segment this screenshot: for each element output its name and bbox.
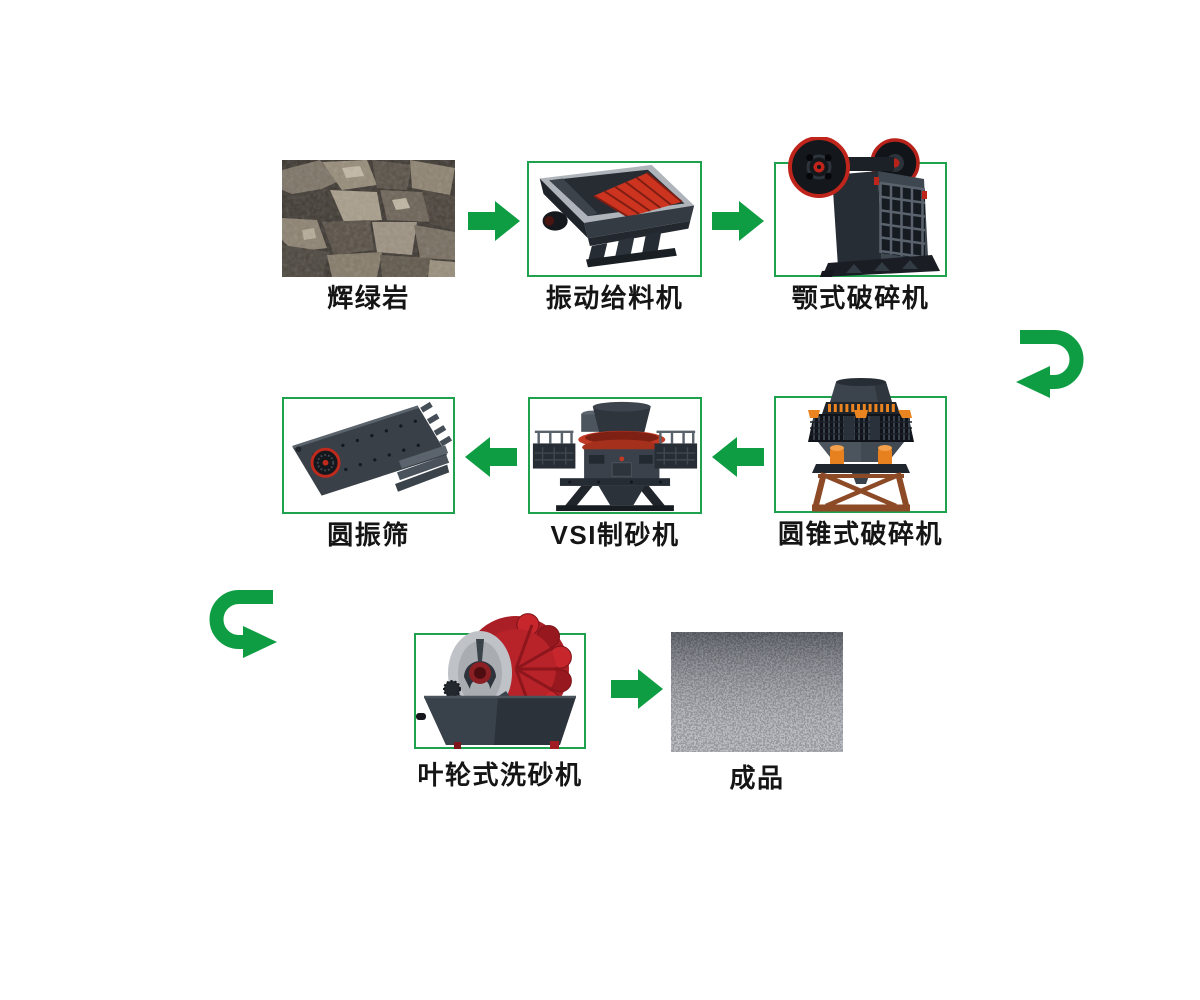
right-arrow-icon bbox=[712, 201, 764, 241]
flow-arrow-3 bbox=[1008, 323, 1093, 398]
vsi-sand-maker-illustration bbox=[532, 401, 698, 512]
sand-washer-figure: 叶轮式洗砂机 bbox=[414, 613, 586, 791]
circular-vibrating-screen-figure: 圆振筛 bbox=[282, 397, 455, 551]
circular-vibrating-screen-image bbox=[282, 397, 455, 514]
diabase-figure: 辉绿岩 bbox=[282, 160, 455, 314]
flow-arrow-7 bbox=[611, 667, 663, 711]
jaw-crusher-figure: 颚式破碎机 bbox=[774, 137, 947, 314]
sand-washer-image bbox=[414, 613, 586, 749]
diabase-photo bbox=[282, 160, 455, 277]
vibrating-feeder-label: 振动给料机 bbox=[545, 283, 684, 313]
left-arrow-icon bbox=[465, 437, 517, 477]
sand-washer-label: 叶轮式洗砂机 bbox=[417, 760, 583, 790]
right-arrow-icon bbox=[611, 669, 663, 709]
diabase-label: 辉绿岩 bbox=[327, 283, 410, 313]
left-arrow-icon bbox=[712, 437, 764, 477]
flow-arrow-6 bbox=[200, 583, 285, 658]
flow-arrow-2 bbox=[712, 199, 764, 243]
flow-arrow-1 bbox=[468, 199, 520, 243]
vibrating-feeder-image bbox=[527, 161, 702, 277]
right-arrow-icon bbox=[468, 201, 520, 241]
cone-crusher-illustration bbox=[808, 378, 914, 512]
finished-product-image bbox=[671, 632, 843, 752]
jaw-crusher-image bbox=[774, 137, 947, 277]
sand-washer-illustration bbox=[416, 613, 576, 749]
finished-product-figure: 成品 bbox=[671, 632, 843, 794]
flow-arrow-4 bbox=[712, 435, 764, 479]
diabase-image bbox=[282, 160, 455, 277]
finished-product-photo bbox=[671, 632, 843, 752]
finished-product-label: 成品 bbox=[729, 763, 785, 793]
vibrating-feeder-illustration bbox=[539, 164, 695, 268]
vsi-sand-maker-label: VSI制砂机 bbox=[550, 520, 680, 550]
u-turn-down-left-arrow-icon bbox=[1016, 330, 1084, 398]
circular-vibrating-screen-illustration bbox=[292, 401, 453, 496]
cone-crusher-image bbox=[774, 378, 947, 513]
u-turn-down-right-arrow-icon bbox=[209, 590, 277, 658]
vsi-sand-maker-image bbox=[528, 397, 702, 514]
jaw-crusher-illustration bbox=[788, 137, 940, 277]
cone-crusher-figure: 圆锥式破碎机 bbox=[774, 378, 947, 550]
vibrating-feeder-figure: 振动给料机 bbox=[527, 161, 702, 314]
circular-vibrating-screen-label: 圆振筛 bbox=[327, 520, 410, 550]
jaw-crusher-label: 颚式破碎机 bbox=[791, 283, 930, 313]
vsi-sand-maker-figure: VSI制砂机 bbox=[528, 397, 702, 551]
cone-crusher-label: 圆锥式破碎机 bbox=[777, 519, 943, 549]
flow-arrow-5 bbox=[465, 435, 517, 479]
